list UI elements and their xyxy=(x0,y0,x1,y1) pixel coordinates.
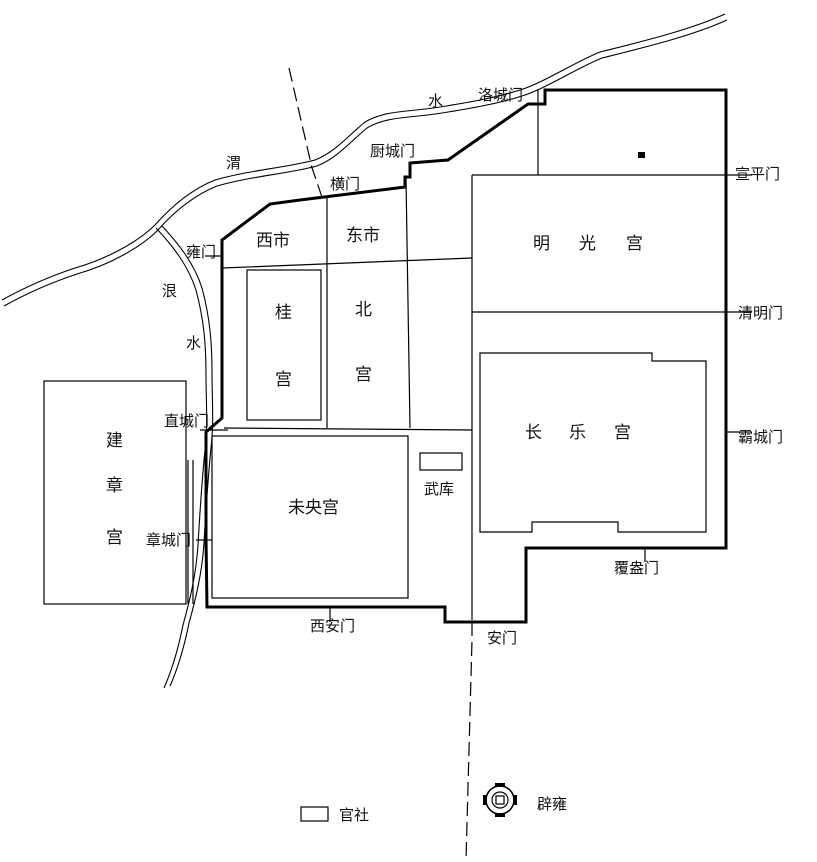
changle-label-gong: 宫 xyxy=(614,423,631,443)
wei-river-label-wei: 渭 xyxy=(226,154,241,172)
legend-biyong-label: 辟雍 xyxy=(537,795,567,813)
mingguang-small-mark xyxy=(638,152,645,158)
changle-label-chang: 长 xyxy=(525,423,542,443)
northwest-axis-line xyxy=(288,67,324,201)
legend-guanshe-label: 官社 xyxy=(339,806,369,824)
gui-palace-outline xyxy=(246,269,322,421)
bacheng-gate-label: 霸城门 xyxy=(738,428,783,446)
changle-label-le: 乐 xyxy=(569,423,586,443)
yong-gate-label: 雍门 xyxy=(186,243,216,261)
chucheng-gate-label: 厨城门 xyxy=(370,142,415,160)
an-gate-label: 安门 xyxy=(487,629,517,647)
luocheng-gate-label: 洛城门 xyxy=(478,86,523,104)
qingming-gate-label: 清明门 xyxy=(738,304,783,322)
bei-palace-label-bei: 北 xyxy=(355,300,372,320)
zhangcheng-gate-label: 章城门 xyxy=(146,531,191,549)
internal-roads xyxy=(221,90,726,620)
bei-palace-label-gong: 宫 xyxy=(355,365,372,385)
mingguang-label-gong: 宫 xyxy=(626,234,643,254)
jianzhang-palace-outline xyxy=(43,380,187,605)
weiyang-palace-outline xyxy=(211,435,409,599)
city-wall xyxy=(204,88,728,624)
jianzhang-label-jian: 建 xyxy=(106,431,123,451)
legend: 官社 辟雍 xyxy=(300,783,567,824)
zhicheng-gate-label: 直城门 xyxy=(164,412,209,430)
wei-river-label-shui: 水 xyxy=(428,92,443,110)
dongshi-label: 东市 xyxy=(346,226,380,246)
central-axis-line xyxy=(465,622,473,861)
gate-ticks xyxy=(196,174,752,622)
xian-gate-label: 西安门 xyxy=(310,617,355,635)
wei-river xyxy=(1,13,728,307)
jue-river-label-shui: 水 xyxy=(186,334,201,352)
mingguang-label-ming: 明 xyxy=(533,234,550,254)
legend-guanshe-symbol xyxy=(300,806,329,822)
xishi-label: 西市 xyxy=(256,231,290,251)
jianzhang-label-gong: 宫 xyxy=(106,528,123,548)
gui-palace-label-gong: 宫 xyxy=(275,370,292,390)
mingguang-label-guang: 光 xyxy=(579,234,596,254)
jianzhang-label-zhang: 章 xyxy=(106,476,123,496)
fuang-gate-label: 覆盎门 xyxy=(614,559,659,577)
xuanping-gate-label: 宣平门 xyxy=(735,165,780,183)
gui-palace-label-gui: 桂 xyxy=(275,303,292,323)
jue-river-label-jue: 泿 xyxy=(162,282,177,300)
wuku-label: 武库 xyxy=(424,480,454,498)
changle-palace-outline xyxy=(479,352,707,533)
weiyang-palace-label: 未央宫 xyxy=(288,498,339,518)
legend-biyong-symbol xyxy=(483,783,517,817)
heng-gate-label: 横门 xyxy=(330,175,360,193)
wuku-outline xyxy=(419,452,463,471)
